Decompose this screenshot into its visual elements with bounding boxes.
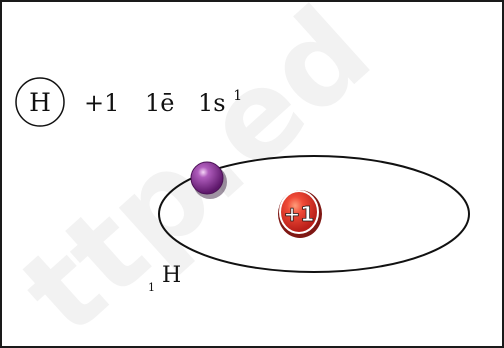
configuration-superscript: 1 (233, 88, 242, 104)
electron-configuration: 1s 1 (198, 88, 242, 117)
electron-count-label: 1ē (145, 89, 174, 117)
element-symbol-circle (15, 77, 65, 127)
atom-label-subscript: 1 (148, 281, 155, 294)
electron-sphere (190, 161, 224, 195)
atom-label-symbol: H (162, 263, 181, 288)
electron-orbit (158, 155, 470, 273)
atom-model: +1 1 H (148, 155, 470, 297)
element-symbol: H (29, 88, 51, 117)
nucleus: +1 (278, 190, 322, 238)
charge-label: +1 (84, 89, 119, 117)
header-row: H +1 1ē 1s 1 (15, 77, 242, 127)
electron (190, 161, 227, 199)
nucleus-sphere (279, 190, 319, 234)
configuration-base: 1s (198, 89, 226, 117)
nucleus-charge: +1 (284, 202, 315, 226)
atom-label: 1 H (148, 263, 181, 297)
